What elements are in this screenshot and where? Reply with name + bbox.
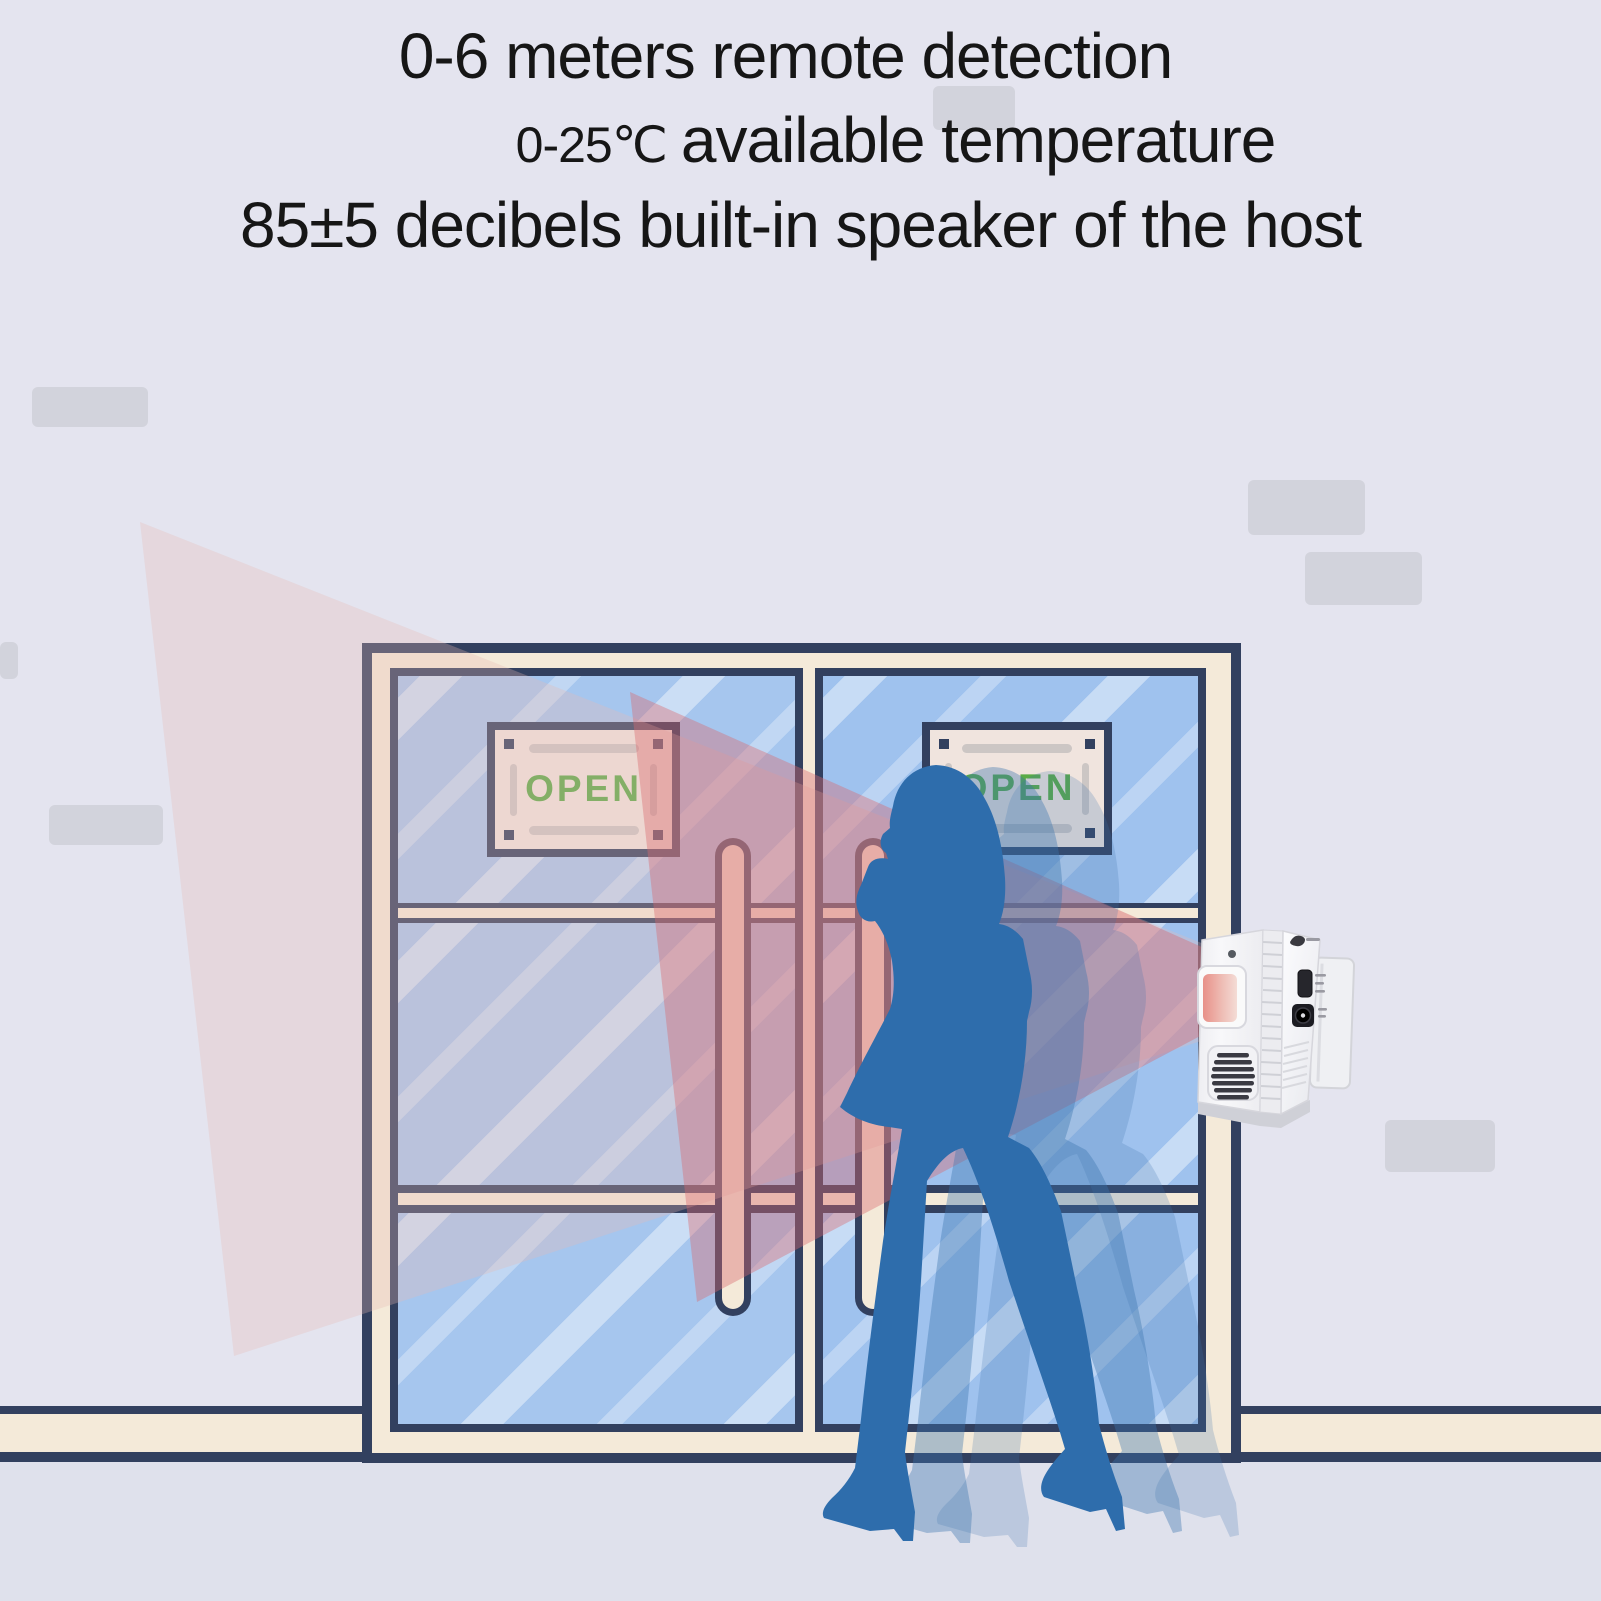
indicator-led <box>1228 950 1236 958</box>
wall-brick <box>933 86 1015 130</box>
sign-corner <box>1085 739 1095 749</box>
headline-line-1: 0-6 meters remote detection <box>398 20 1173 92</box>
speaker-grille-icon <box>1207 1045 1259 1101</box>
sign-corner <box>939 739 949 749</box>
usb-port-labels <box>1315 974 1326 993</box>
wall-brick <box>1385 1120 1495 1172</box>
wall-brick <box>1305 552 1422 605</box>
detection-beam-outer <box>140 522 1204 1356</box>
sign-bar <box>528 744 639 753</box>
usb-port <box>1297 969 1313 998</box>
speaker-slats <box>1211 1053 1255 1100</box>
sign-bar <box>650 763 657 816</box>
sign-corner <box>653 830 663 840</box>
door-rail <box>398 903 795 923</box>
brand-logo-icon <box>1290 935 1320 947</box>
side-ridge-lines <box>1281 1041 1310 1089</box>
motion-sensor-device <box>1197 929 1356 1128</box>
sign-bar <box>962 744 1072 753</box>
sign-bar <box>528 826 639 835</box>
wall-brick <box>1248 480 1365 535</box>
ridge-lines <box>1260 941 1283 1100</box>
temperature-range-text: available temperature <box>680 104 1276 177</box>
wall-brick <box>0 642 18 679</box>
sign-corner <box>504 739 514 749</box>
dc-jack-labels <box>1318 1008 1327 1018</box>
sign-bar <box>510 763 517 816</box>
wall-brick <box>32 387 148 427</box>
sign-corner <box>653 739 663 749</box>
open-sign-label: OPEN <box>525 767 642 809</box>
headline-line-3: 85±5 decibels built-in speaker of the ho… <box>240 188 1362 261</box>
open-sign-left: OPEN <box>487 722 680 857</box>
temperature-range-value: 0-25℃ <box>515 117 668 174</box>
left-door-handle <box>715 838 751 1316</box>
floor <box>0 1462 1601 1601</box>
pir-sensor-lens <box>1203 974 1237 1022</box>
wall-brick <box>49 805 163 845</box>
sign-corner <box>504 830 514 840</box>
